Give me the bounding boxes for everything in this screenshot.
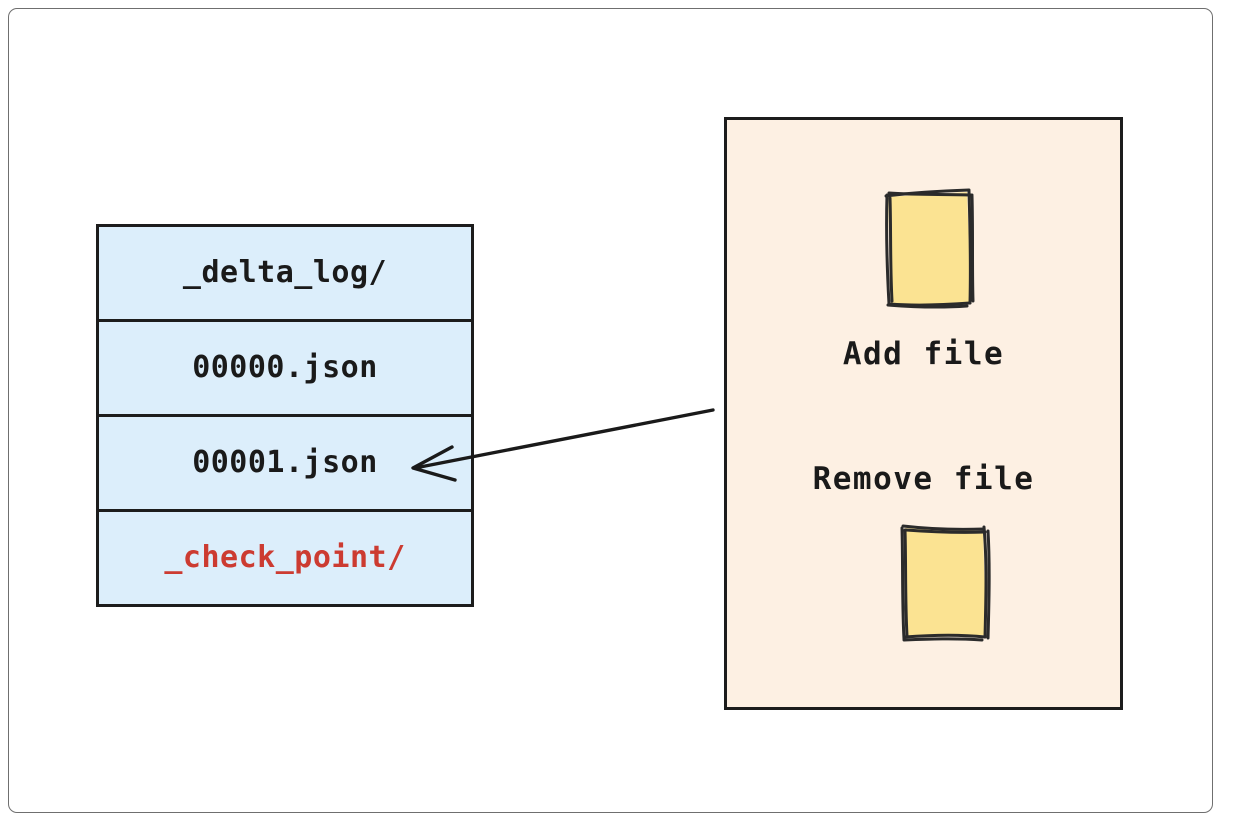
table-row[interactable]: _delta_log/ (99, 227, 471, 322)
file-sketch-box-icon (895, 517, 995, 645)
file-sketch-box-icon (879, 184, 979, 310)
file-row-label-check-point: _check_point/ (164, 540, 406, 575)
file-row-label-00000-json: 00000.json (192, 350, 378, 385)
file-row-label-delta-log: _delta_log/ (182, 255, 388, 290)
action-label-add-file: Add file (842, 336, 1005, 372)
delta-log-file-listing: _delta_log/ 00000.json 00001.json _check… (96, 224, 474, 607)
action-label-remove-file: Remove file (812, 461, 1035, 497)
json-contents-panel: Add file Remove file (724, 117, 1123, 710)
table-row[interactable]: 00001.json (99, 417, 471, 512)
table-row[interactable]: 00000.json (99, 322, 471, 417)
file-row-label-00001-json: 00001.json (192, 445, 378, 480)
table-row[interactable]: _check_point/ (99, 512, 471, 604)
